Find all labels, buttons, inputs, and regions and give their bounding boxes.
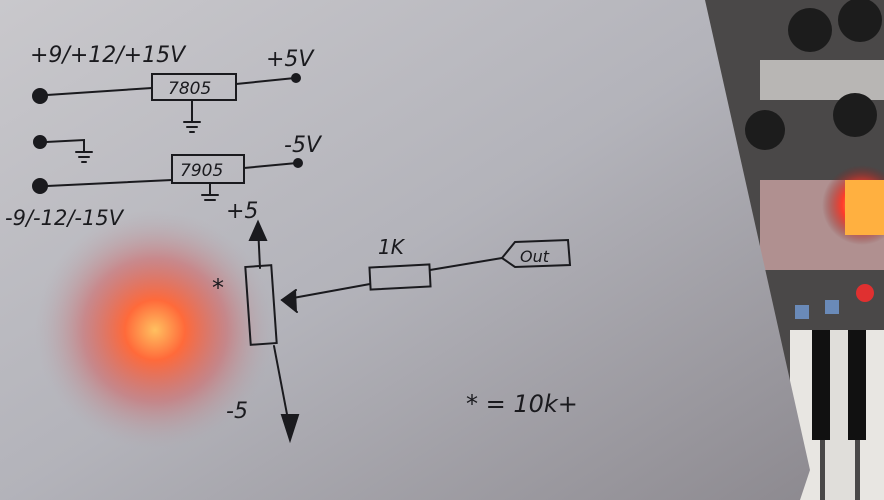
neg-output-label: -5V	[284, 133, 323, 158]
knob-icon[interactable]	[745, 110, 785, 150]
neg-regulator-label: 7905	[180, 161, 223, 181]
pot-top-label: +5	[226, 199, 258, 224]
synth-strip	[760, 60, 884, 100]
output-tag	[500, 238, 572, 269]
schematic-lines	[32, 73, 572, 444]
regulator-7905	[171, 154, 245, 184]
knob-icon[interactable]	[833, 93, 877, 137]
led-icon	[845, 180, 884, 235]
knob-icon[interactable]	[838, 0, 882, 42]
pot-bottom-label: -5	[226, 399, 248, 424]
led-reflection	[35, 210, 275, 450]
pot-marker: *	[212, 274, 224, 302]
piano-keys	[790, 330, 884, 500]
pos-input-label: +9/+12/+15V	[30, 43, 187, 68]
pos-output-label: +5V	[266, 47, 315, 72]
button-icon[interactable]	[825, 300, 839, 314]
neg-input-label: -9/-12/-15V	[5, 206, 125, 230]
knob-icon[interactable]	[788, 8, 832, 52]
resistor-label: 1K	[378, 235, 406, 259]
footnote: * = 10k+	[466, 390, 578, 418]
regulator-7805	[151, 73, 237, 101]
potentiometer	[244, 264, 278, 346]
pos-regulator-label: 7805	[168, 79, 211, 99]
output-label: Out	[520, 247, 550, 266]
button-icon[interactable]	[795, 305, 809, 319]
button-icon[interactable]	[856, 284, 874, 302]
resistor-1k	[368, 263, 432, 291]
